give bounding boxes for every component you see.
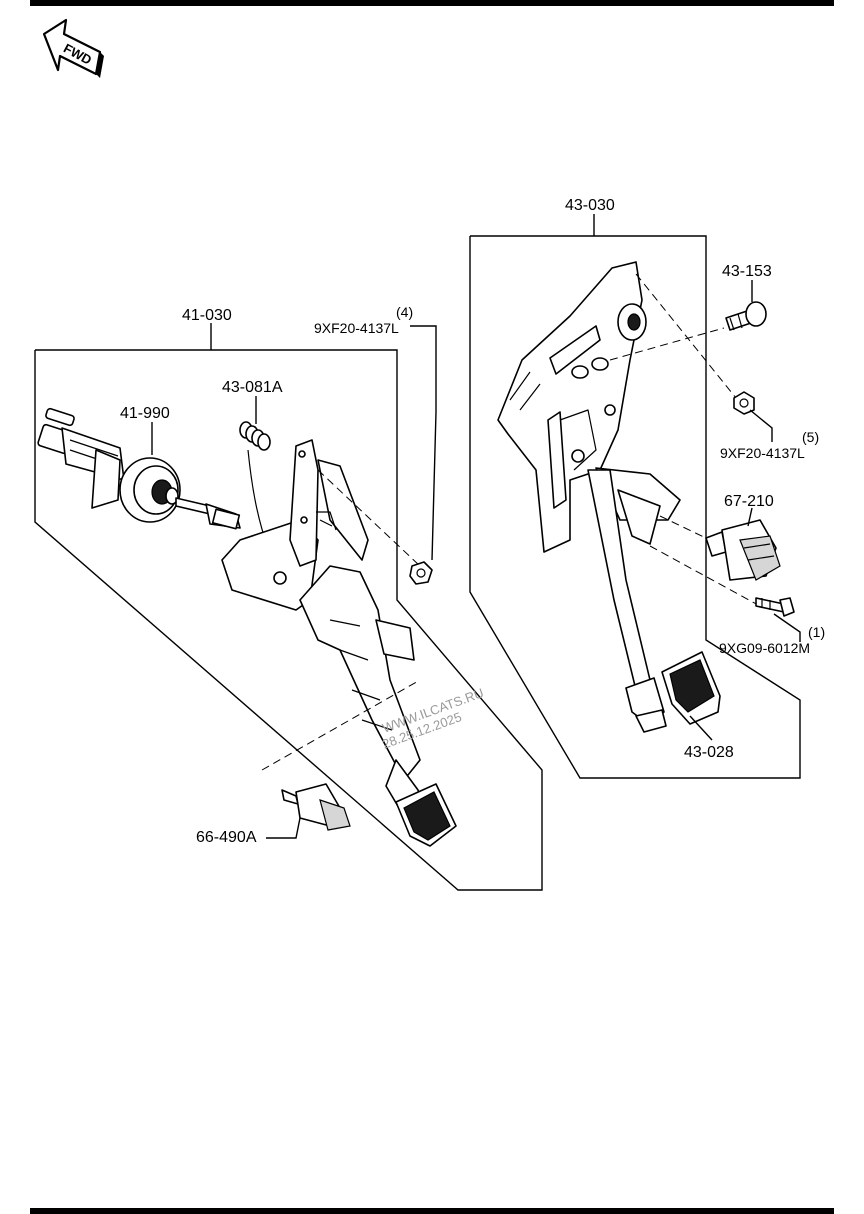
frame-43-030 xyxy=(469,235,801,779)
guide-line-switch-right xyxy=(659,515,711,541)
guide-line-bolt-right xyxy=(609,327,725,361)
leader-66-490a xyxy=(266,817,301,839)
bolt-43-153 xyxy=(725,301,767,331)
label-41-990: 41-990 xyxy=(120,405,170,422)
guide-line-switch-left xyxy=(261,679,421,771)
code-nut-right: 9XF20-4137L xyxy=(720,445,805,461)
guide-line-nut-right xyxy=(635,273,737,399)
qty-bolt-right: (1) xyxy=(808,624,825,640)
nut-left xyxy=(409,561,433,585)
nut-right xyxy=(733,391,755,415)
brake-pedal-bracket xyxy=(497,261,681,553)
clutch-master-cylinder xyxy=(37,407,241,530)
bolt-right-lower xyxy=(755,597,795,617)
label-43-028: 43-028 xyxy=(684,744,734,761)
assist-spring xyxy=(239,421,271,549)
leader-nut-left xyxy=(410,325,437,561)
clutch-switch xyxy=(281,783,351,831)
brake-pedal-pad xyxy=(661,651,721,725)
frame-41-030 xyxy=(34,349,543,891)
label-43-153: 43-153 xyxy=(722,263,772,280)
qty-nut-left: (4) xyxy=(396,304,413,320)
guide-line-bolt-lower xyxy=(649,545,761,607)
code-nut-left: 9XF20-4137L xyxy=(314,320,399,336)
label-43-081a: 43-081A xyxy=(222,379,283,396)
fwd-arrow-icon: FWD xyxy=(42,18,104,78)
leader-bolt-right xyxy=(773,613,801,642)
leader-67-210 xyxy=(747,507,753,527)
label-41-030: 41-030 xyxy=(182,307,232,324)
leader-43-028 xyxy=(689,715,713,741)
brake-pedal-arm xyxy=(587,469,667,733)
label-66-490a: 66-490A xyxy=(196,829,257,846)
brake-switch xyxy=(705,519,781,581)
label-67-210: 67-210 xyxy=(724,493,774,510)
bottom-border-bar xyxy=(30,1208,834,1214)
clutch-pedal-bracket xyxy=(221,439,457,847)
qty-nut-right: (5) xyxy=(802,429,819,445)
guide-line-nut-left xyxy=(317,469,421,567)
top-border-bar xyxy=(30,0,834,6)
label-43-030: 43-030 xyxy=(565,197,615,214)
leader-nut-right xyxy=(749,409,773,442)
code-bolt-right: 9XG09-6012M xyxy=(719,640,810,656)
